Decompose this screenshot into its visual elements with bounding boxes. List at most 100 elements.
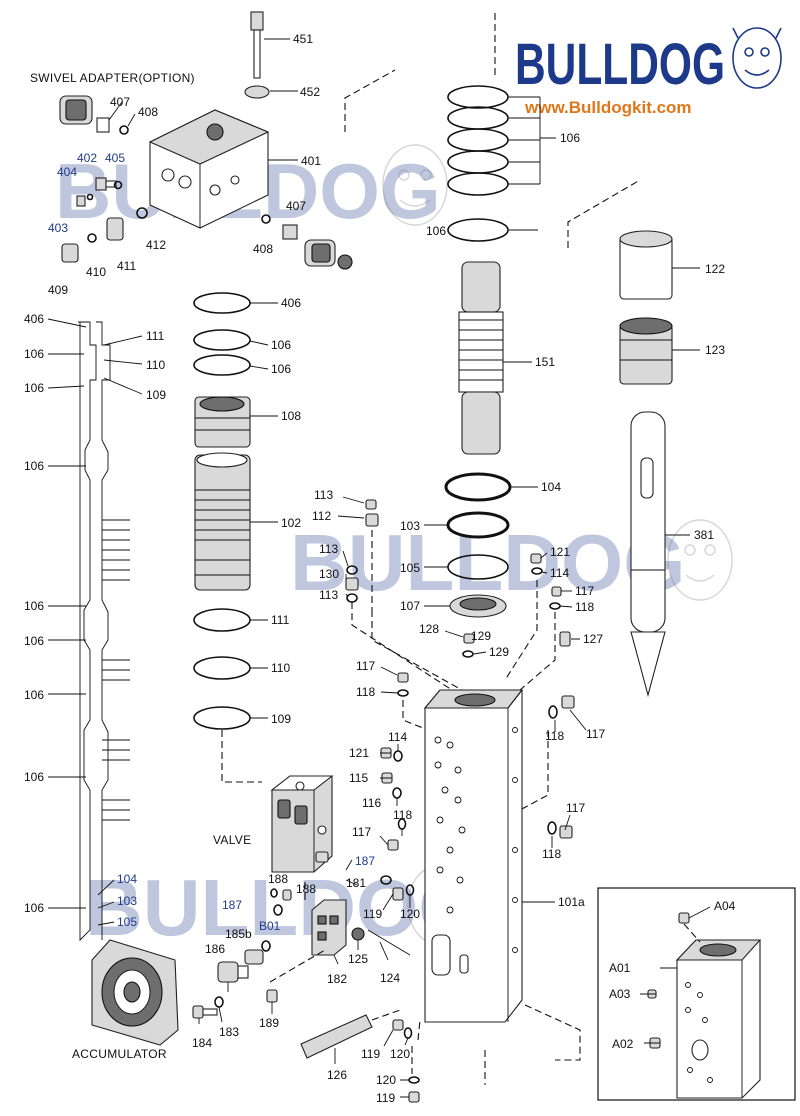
label-129-a: 129 [471, 629, 491, 643]
seal-110 [193, 656, 251, 680]
label-406-left: 406 [24, 312, 44, 326]
label-118-c: 118 [393, 808, 412, 822]
label-407a: 407 [110, 95, 130, 109]
label-114-b: 114 [388, 730, 407, 744]
bottom-parts [300, 1009, 421, 1103]
label-123: 123 [705, 343, 725, 357]
label-125: 125 [348, 952, 368, 966]
label-101a: 101a [558, 895, 585, 909]
swivel-adapter-group [59, 11, 353, 270]
bushings-and-chisel [567, 179, 700, 698]
inset-frame [597, 887, 796, 1101]
bulldog-logo-icon [732, 27, 782, 89]
brand-header: BULLDOG www.Bulldogkit.com [515, 27, 782, 117]
label-117-c: 117 [352, 825, 371, 839]
label-185b: 185b [225, 927, 252, 941]
label-405: 405 [105, 151, 125, 165]
seal-109 [193, 706, 251, 730]
label-115: 115 [349, 771, 368, 785]
side-parts-left [379, 744, 415, 911]
label-116: 116 [362, 796, 381, 810]
label-104-left: 104 [117, 872, 137, 886]
label-182: 182 [327, 972, 347, 986]
label-126: 126 [327, 1068, 347, 1082]
label-410: 410 [86, 265, 106, 279]
swivel-small-parts-402-405 [61, 177, 298, 263]
label-119-b: 119 [361, 1047, 380, 1061]
caption-accumulator: ACCUMULATOR [72, 1047, 167, 1061]
label-184: 184 [192, 1036, 212, 1050]
plug-186 [217, 961, 249, 983]
label-119-c: 119 [376, 1091, 395, 1105]
front-head-101a [423, 689, 581, 1085]
label-183: 183 [219, 1025, 239, 1039]
label-113-c: 113 [319, 588, 338, 602]
label-151: 151 [535, 355, 555, 369]
label-106-center-2: 106 [271, 362, 291, 376]
small-parts-middle [337, 496, 571, 731]
label-189: 189 [259, 1016, 279, 1030]
sectional-leaders [47, 318, 143, 926]
washer-452 [244, 85, 270, 99]
caption-valve: VALVE [213, 833, 251, 847]
label-407b: 407 [286, 199, 306, 213]
label-127: 127 [583, 632, 603, 646]
bushing-123 [619, 317, 700, 385]
label-402: 402 [77, 151, 97, 165]
seal-111 [193, 608, 251, 632]
valve-assembly [192, 775, 411, 1024]
retaining-pin-126 [300, 1014, 373, 1059]
label-118-e: 118 [542, 847, 561, 861]
label-106-center-1: 106 [271, 338, 291, 352]
label-109-center: 109 [271, 712, 291, 726]
label-106-left-8: 106 [24, 901, 44, 915]
label-106-left-6: 106 [24, 688, 44, 702]
label-104: 104 [541, 480, 561, 494]
seal-104 [444, 472, 512, 502]
label-452: 452 [300, 85, 320, 99]
seal-107 [449, 594, 507, 618]
label-117-e: 117 [566, 801, 585, 815]
label-120-a: 120 [400, 907, 420, 921]
label-181: 181 [346, 876, 366, 890]
label-120-c: 120 [376, 1073, 396, 1087]
label-120-b: 120 [390, 1047, 410, 1061]
label-411: 411 [117, 259, 136, 273]
label-112: 112 [312, 509, 331, 523]
label-110-center: 110 [271, 661, 290, 675]
label-117-b: 117 [356, 659, 375, 673]
label-111-left: 111 [146, 329, 165, 343]
inset-front-head [597, 887, 796, 1101]
label-118-b: 118 [356, 685, 375, 699]
label-128: 128 [419, 622, 439, 636]
valve-block-182 [311, 899, 347, 956]
label-105-left: 105 [117, 915, 137, 929]
label-408a: 408 [138, 105, 158, 119]
sectional-view-left [47, 318, 143, 942]
label-187-a: 187 [355, 854, 375, 868]
brand-url[interactable]: www.Bulldogkit.com [524, 98, 692, 117]
label-106-left-2: 106 [24, 381, 44, 395]
label-106-left-1: 106 [24, 347, 44, 361]
label-186: 186 [205, 942, 225, 956]
label-122: 122 [705, 262, 725, 276]
label-108: 108 [281, 409, 301, 423]
label-106-left-4: 106 [24, 599, 44, 613]
label-119-a: 119 [363, 907, 382, 921]
cylinder-102 [194, 452, 251, 591]
sectional-fins [102, 519, 130, 821]
label-106-ring-single: 106 [426, 224, 446, 238]
label-121-a: 121 [550, 545, 570, 559]
seal-106-lower [193, 354, 251, 376]
label-113-a: 113 [314, 488, 333, 502]
bushing-122 [619, 230, 700, 300]
watermark-bottom: BULLDOG [85, 863, 481, 952]
label-109-left: 109 [146, 388, 166, 402]
label-124: 124 [380, 971, 400, 985]
chisel-381 [630, 411, 690, 698]
label-381: 381 [694, 528, 714, 542]
label-130: 130 [319, 567, 339, 581]
label-117-a: 117 [575, 584, 594, 598]
seal-stack-center [193, 292, 278, 783]
label-B01: B01 [259, 919, 281, 933]
